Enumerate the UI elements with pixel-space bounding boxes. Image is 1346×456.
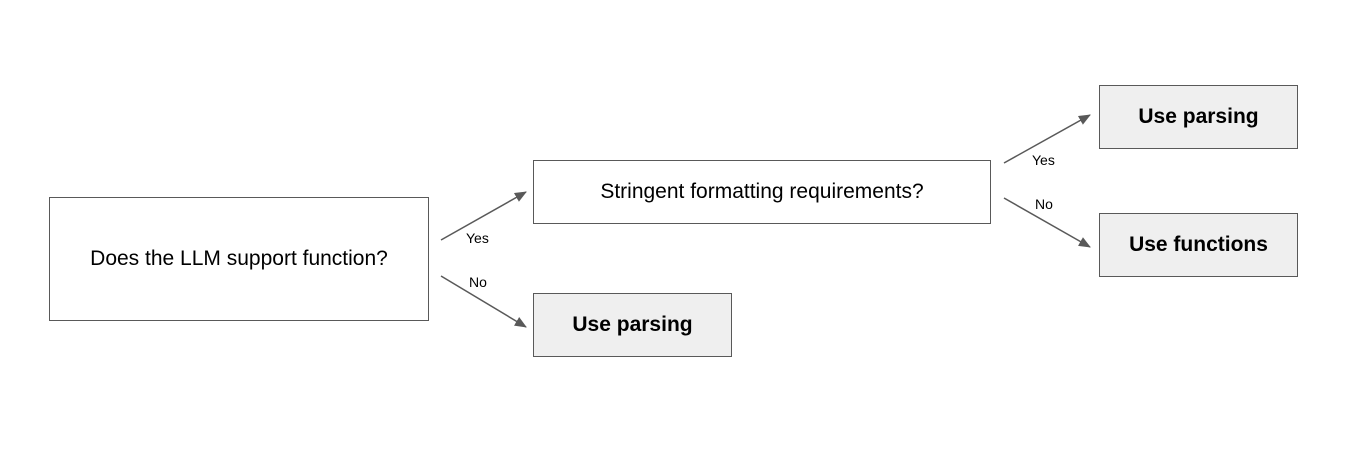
question-node-formatting-label: Stringent formatting requirements?	[600, 180, 924, 203]
edge-q2-yes-arrow	[1003, 114, 1091, 164]
edge-label-q1-yes: Yes	[466, 230, 489, 246]
outcome-node-use-parsing-upper-label: Use parsing	[1138, 105, 1259, 128]
outcome-node-use-parsing-upper: Use parsing	[1099, 85, 1298, 149]
question-node-formatting: Stringent formatting requirements?	[533, 160, 991, 224]
question-node-llm-support: Does the LLM support function?	[49, 197, 429, 321]
edge-q2-no-arrow	[1003, 197, 1091, 248]
question-node-llm-support-label: Does the LLM support function?	[90, 247, 388, 270]
edge-label-q2-no: No	[1035, 196, 1053, 212]
edge-q1-no-arrow	[440, 275, 527, 328]
edge-q1-yes-arrow	[440, 191, 527, 241]
outcome-node-use-functions: Use functions	[1099, 213, 1298, 277]
edge-label-q2-yes: Yes	[1032, 152, 1055, 168]
edge-label-q1-no: No	[469, 274, 487, 290]
outcome-node-use-functions-label: Use functions	[1129, 233, 1268, 256]
outcome-node-use-parsing-lower: Use parsing	[533, 293, 732, 357]
outcome-node-use-parsing-lower-label: Use parsing	[572, 313, 693, 336]
